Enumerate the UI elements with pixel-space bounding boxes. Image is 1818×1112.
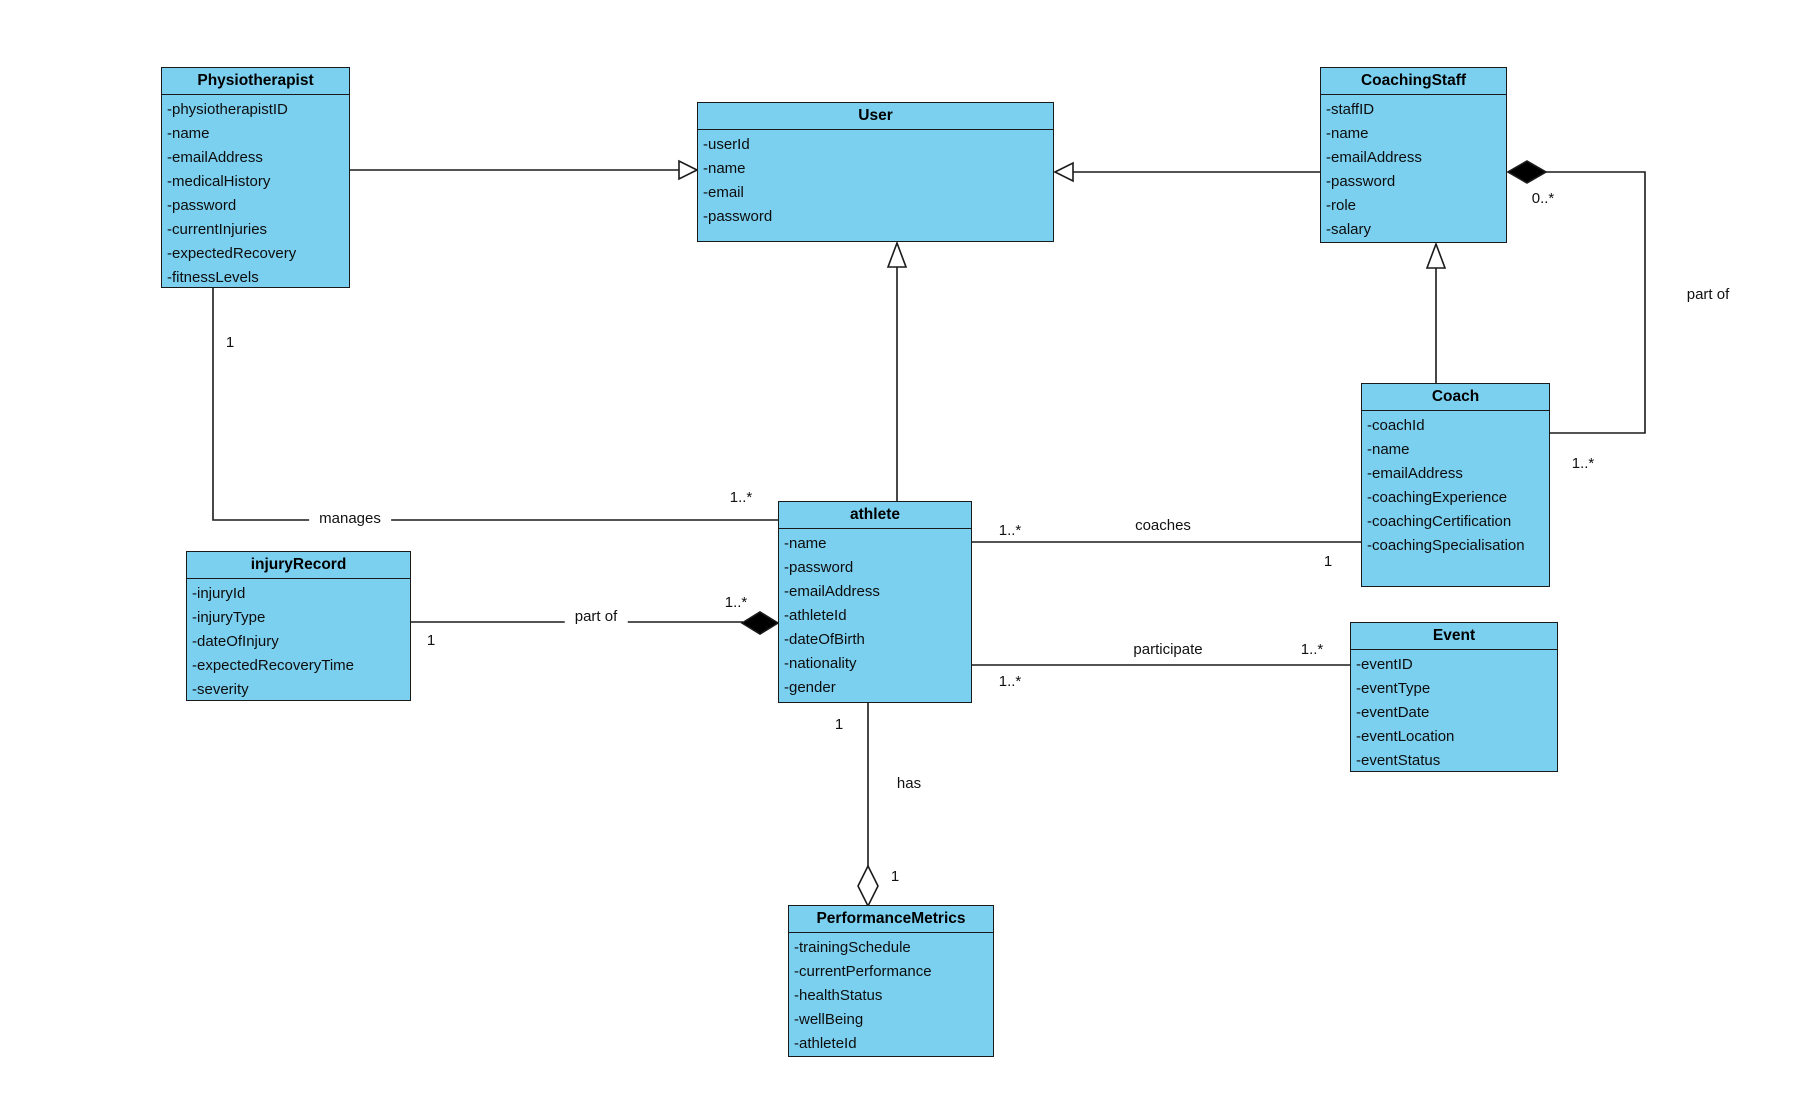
class-attribute: -eventDate xyxy=(1356,704,1430,721)
multiplicity-partof-injuryrecord: 1 xyxy=(426,632,436,649)
filled-diamond-coachingstaff xyxy=(1506,160,1548,184)
label-partof-right: part of xyxy=(1686,286,1730,303)
composition-coachingstaff-coach-line xyxy=(1545,171,1646,434)
multiplicity-partof-coach: 1..* xyxy=(1571,455,1595,472)
class-attributes: -staffID -name -emailAddress -password -role… xyxy=(1321,95,1506,242)
class-attribute: -coachingExperience xyxy=(1367,489,1508,506)
class-attributes: -physiotherapistID -name -emailAddress -med… xyxy=(162,95,349,290)
class-title-performancemetrics: PerformanceMetrics xyxy=(789,906,993,933)
class-title-event: Event xyxy=(1351,623,1557,650)
label-has: has xyxy=(896,775,922,792)
class-title-athlete: athlete xyxy=(779,502,971,529)
class-attribute: -trainingSchedule xyxy=(794,939,911,956)
class-title-coachingstaff: CoachingStaff xyxy=(1321,68,1506,95)
class-attribute: -currentInjuries xyxy=(167,221,268,238)
hollow-triangle-user-left xyxy=(678,159,699,181)
class-attributes: -coachId -name -emailAddress -coachingExper… xyxy=(1362,411,1549,558)
class-attribute: -emailAddress xyxy=(1326,149,1422,166)
filled-diamond-athlete xyxy=(740,611,780,635)
class-attribute: -coachingSpecialisation xyxy=(1367,537,1525,554)
class-attribute: -coachId xyxy=(1367,417,1425,434)
class-attribute: -name xyxy=(1326,125,1369,142)
class-attribute: -email xyxy=(703,184,744,201)
class-title-user: User xyxy=(698,103,1053,130)
class-injuryrecord[interactable]: injuryRecord -injuryId -injuryType -dateOfI… xyxy=(186,551,411,701)
multiplicity-has-athlete: 1 xyxy=(834,716,844,733)
class-attribute: -emailAddress xyxy=(784,583,880,600)
class-attribute: -staffID xyxy=(1326,101,1375,118)
class-attribute: -fitnessLevels xyxy=(167,269,259,286)
multiplicity-manages-physiotherapist: 1 xyxy=(225,334,235,351)
class-attribute: -nationality xyxy=(784,655,857,672)
class-attribute: -password xyxy=(703,208,773,225)
class-attribute: -gender xyxy=(784,679,836,696)
class-coach[interactable]: Coach -coachId -name -emailAddress -coaching… xyxy=(1361,383,1550,587)
hollow-diamond-performancemetrics xyxy=(857,864,879,908)
class-attribute: -name xyxy=(1367,441,1410,458)
multiplicity-has-performancemetrics: 1 xyxy=(890,868,900,885)
class-attribute: -expectedRecoveryTime xyxy=(192,657,355,674)
class-attribute: -salary xyxy=(1326,221,1372,238)
class-attribute: -injuryId xyxy=(192,585,246,602)
class-attribute: -physiotherapistID xyxy=(167,101,288,118)
class-user[interactable]: User -userId -name -email -password xyxy=(697,102,1054,242)
multiplicity-coaches-athlete: 1..* xyxy=(998,522,1022,539)
label-manages: manages xyxy=(309,510,391,528)
hollow-triangle-user-bottom xyxy=(886,240,908,268)
class-attribute: -role xyxy=(1326,197,1357,214)
class-attributes: -name -password -emailAddress -athleteId -da… xyxy=(779,529,971,700)
class-attribute: -currentPerformance xyxy=(794,963,932,980)
class-title-injuryrecord: injuryRecord xyxy=(187,552,410,579)
multiplicity-manages-athlete: 1..* xyxy=(729,489,753,506)
label-coaches: coaches xyxy=(1135,517,1191,534)
class-physiotherapist[interactable]: Physiotherapist -physiotherapistID -name -e… xyxy=(161,67,350,288)
class-title-physiotherapist: Physiotherapist xyxy=(162,68,349,95)
class-attributes: -trainingSchedule -currentPerformance -hea… xyxy=(789,933,993,1056)
class-attribute: -name xyxy=(784,535,827,552)
multiplicity-partof-coachingstaff: 0..* xyxy=(1531,190,1555,207)
class-title-coach: Coach xyxy=(1362,384,1549,411)
class-attribute: -expectedRecovery xyxy=(167,245,297,262)
class-attribute: -name xyxy=(167,125,210,142)
class-attribute: -medicalHistory xyxy=(167,173,271,190)
class-attribute: -emailAddress xyxy=(1367,465,1463,482)
multiplicity-participate-event: 1..* xyxy=(1300,641,1324,658)
class-attribute: -dateOfInjury xyxy=(192,633,279,650)
label-participate: participate xyxy=(1133,641,1203,658)
hollow-triangle-coachingstaff-bottom xyxy=(1425,241,1447,269)
class-attribute: -password xyxy=(784,559,854,576)
class-attribute: -name xyxy=(703,160,746,177)
label-partof-left: part of xyxy=(564,608,628,626)
hollow-triangle-user-right xyxy=(1053,161,1074,183)
class-attribute: -eventStatus xyxy=(1356,752,1441,769)
class-attributes: -injuryId -injuryType -dateOfInjury -expect… xyxy=(187,579,410,702)
class-attribute: -severity xyxy=(192,681,249,698)
class-coachingstaff[interactable]: CoachingStaff-staffID-name-emailAddress-… xyxy=(1320,67,1507,243)
class-performancemetrics[interactable]: PerformanceMetrics -trainingSchedule -curr… xyxy=(788,905,994,1057)
class-attribute: -wellBeing xyxy=(794,1011,864,1028)
class-attribute: -eventLocation xyxy=(1356,728,1455,745)
class-athlete[interactable]: athlete -name -password -emailAddress -athle… xyxy=(778,501,972,703)
class-attribute: -coachingCertification xyxy=(1367,513,1512,530)
multiplicity-coaches-coach: 1 xyxy=(1323,553,1333,570)
class-attribute: -password xyxy=(1326,173,1396,190)
class-event[interactable]: Event -eventID -eventType -eventDate -eventL… xyxy=(1350,622,1558,772)
class-attributes: -userId -name -email -password xyxy=(698,130,1053,229)
multiplicity-partof-athlete: 1..* xyxy=(724,594,748,611)
multiplicity-participate-athlete: 1..* xyxy=(998,673,1022,690)
class-attribute: -userId xyxy=(703,136,750,153)
class-attribute: -injuryType xyxy=(192,609,266,626)
class-attribute: -dateOfBirth xyxy=(784,631,865,648)
association-manages-line xyxy=(212,288,778,521)
class-attribute: -emailAddress xyxy=(167,149,263,166)
class-attribute: -eventType xyxy=(1356,680,1431,697)
class-attribute: -healthStatus xyxy=(794,987,883,1004)
class-attribute: -eventID xyxy=(1356,656,1413,673)
class-attribute: -athleteId xyxy=(784,607,847,624)
class-attribute: -athleteId xyxy=(794,1035,857,1052)
class-attribute: -password xyxy=(167,197,237,214)
class-attributes: -eventID -eventType -eventDate -eventLocati… xyxy=(1351,650,1557,773)
